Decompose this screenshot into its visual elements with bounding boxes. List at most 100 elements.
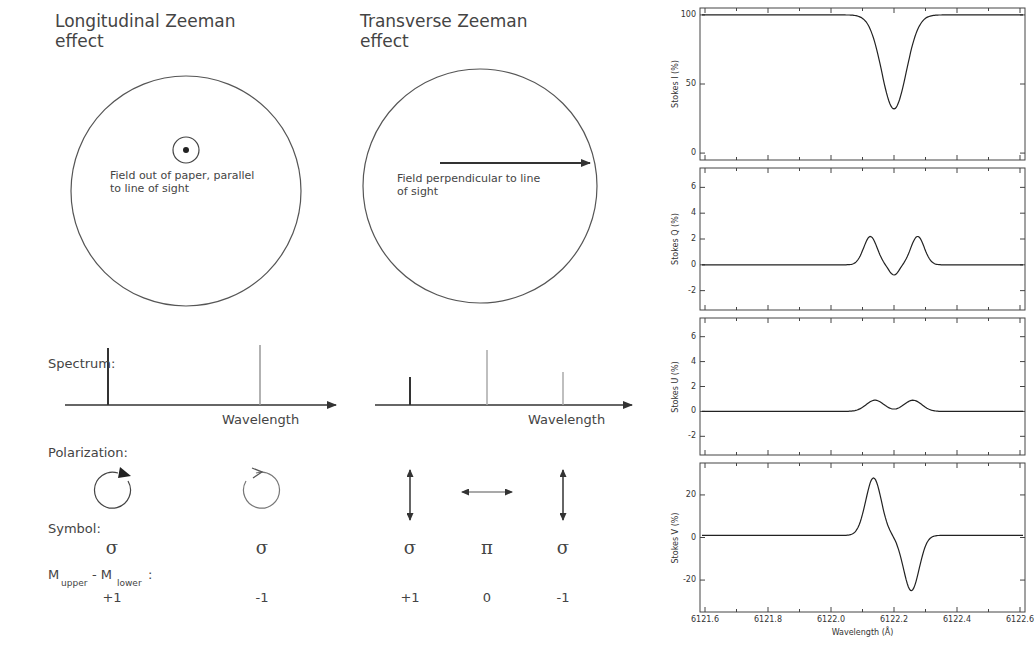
tick [894, 168, 895, 173]
tick [736, 609, 737, 612]
tick [700, 213, 705, 214]
tick-label: -2 [688, 432, 696, 441]
row-label: M [48, 568, 59, 583]
tick [768, 463, 769, 468]
stokes-curve [702, 400, 1023, 411]
panel-heading: Longitudinal Zeeman effect [55, 12, 255, 51]
tick [1020, 361, 1025, 362]
tick [1020, 494, 1025, 495]
tick [1020, 463, 1021, 468]
tick [862, 8, 863, 11]
tick [1020, 336, 1025, 337]
tick [1020, 290, 1025, 291]
tick [988, 157, 989, 160]
tick [894, 8, 895, 13]
tick [700, 239, 705, 240]
tick [700, 386, 705, 387]
tick [705, 168, 706, 173]
tick [862, 463, 863, 466]
tick [799, 168, 800, 171]
tick [799, 8, 800, 11]
tick [988, 8, 989, 11]
stokes-curve [702, 478, 1023, 591]
tick [799, 463, 800, 466]
tick-label: 0 [691, 407, 696, 416]
tick [831, 155, 832, 160]
subscript: lower [117, 578, 142, 588]
tick [925, 452, 926, 455]
tick [736, 452, 737, 455]
axis-title: Stokes I (%) [671, 60, 680, 108]
tick [862, 168, 863, 171]
tick [736, 168, 737, 171]
row-label: : [148, 568, 152, 583]
tick [862, 452, 863, 455]
panel-heading: Transverse Zeeman effect [360, 12, 530, 51]
tick [831, 318, 832, 323]
tick [957, 450, 958, 455]
delta-m: 0 [483, 591, 491, 606]
tick [1020, 155, 1021, 160]
tick [736, 8, 737, 11]
tick [1020, 187, 1025, 188]
tick [894, 607, 895, 612]
tick [768, 305, 769, 310]
tick [925, 8, 926, 11]
tick [799, 318, 800, 321]
tick [925, 609, 926, 612]
tick [925, 157, 926, 160]
tick [700, 84, 705, 85]
stokes-curve [702, 15, 1023, 109]
tick [925, 318, 926, 321]
tick [700, 290, 705, 291]
tick [799, 157, 800, 160]
tick [957, 305, 958, 310]
axis-title: Stokes Q (%) [671, 213, 680, 265]
tick [957, 8, 958, 13]
tick [736, 157, 737, 160]
tick [1020, 213, 1025, 214]
tick-label: 6 [691, 183, 696, 192]
tick-label: 100 [681, 10, 696, 19]
tick [831, 463, 832, 468]
tick-label: 6122.6 [1006, 615, 1034, 624]
tick [894, 463, 895, 468]
plot-frame [700, 168, 1025, 310]
tick [957, 155, 958, 160]
tick [799, 609, 800, 612]
field-note: Field out of paper, parallel to line of … [110, 169, 260, 195]
solar-disk: Field out of paper, parallel to line of … [70, 75, 302, 307]
tick [768, 155, 769, 160]
row-label: - M [92, 568, 112, 583]
tick-label: 4 [691, 357, 696, 366]
tick-label: 2 [691, 234, 696, 243]
delta-m: -1 [557, 591, 570, 606]
line-symbol: σ [404, 538, 416, 559]
tick [988, 307, 989, 310]
row-label: Polarization: [48, 446, 128, 461]
delta-m: +1 [102, 591, 121, 606]
tick [1020, 607, 1021, 612]
plot-frame [700, 8, 1025, 160]
field-note: Field perpendicular to line of sight [397, 172, 547, 198]
tick [988, 318, 989, 321]
plot-frame [700, 463, 1025, 612]
tick [894, 318, 895, 323]
tick-label: 0 [691, 260, 696, 269]
tick [1020, 168, 1021, 173]
tick [831, 305, 832, 310]
tick [988, 463, 989, 466]
tick-label: 6121.8 [754, 615, 782, 624]
plot-frame [700, 318, 1025, 455]
tick [957, 318, 958, 323]
tick [768, 318, 769, 323]
tick [799, 452, 800, 455]
tick [705, 463, 706, 468]
tick-label: -20 [683, 575, 696, 584]
tick [1020, 450, 1021, 455]
tick [768, 450, 769, 455]
tick-label: 4 [691, 209, 696, 218]
tick [799, 307, 800, 310]
